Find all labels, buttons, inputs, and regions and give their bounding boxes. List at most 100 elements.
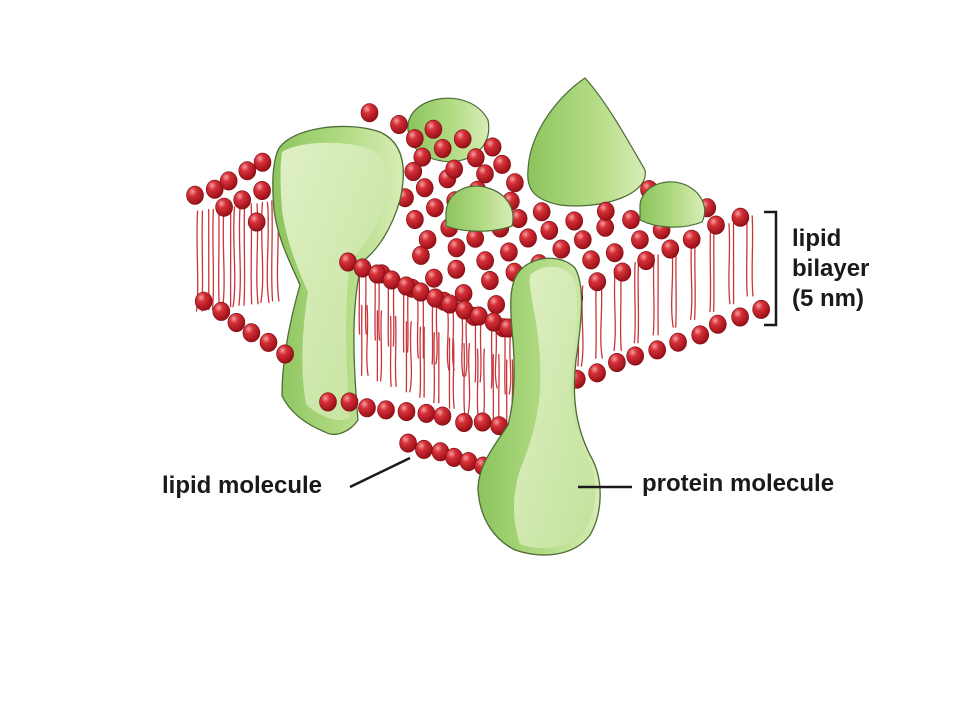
lipid-tail xyxy=(638,263,639,343)
lipid-tail xyxy=(672,247,674,327)
lipid-head xyxy=(541,221,558,239)
lipid-head xyxy=(418,404,435,422)
lipid-head xyxy=(467,149,484,167)
lipid-head xyxy=(683,230,700,248)
protein-molecule-label: protein molecule xyxy=(642,469,834,499)
lipid-head xyxy=(398,402,415,420)
lipid-head xyxy=(446,160,463,178)
lipid-tail xyxy=(634,263,635,343)
lipid-head xyxy=(228,313,245,331)
lipid-head xyxy=(448,239,465,257)
lipid-tail xyxy=(212,210,213,310)
lipid-head xyxy=(216,198,233,216)
lipid-tail xyxy=(466,316,467,376)
lipid-tail xyxy=(379,280,380,340)
lipid-tail xyxy=(499,355,500,425)
lipid-head xyxy=(434,139,451,157)
lipid-head xyxy=(597,218,614,236)
lipid-head xyxy=(649,341,666,359)
lipid-head xyxy=(248,213,265,231)
lipid-head xyxy=(254,181,271,199)
lipid-molecule-label: lipid molecule xyxy=(162,471,322,501)
lipid-tail xyxy=(475,322,476,382)
lipid-head xyxy=(426,199,443,217)
lipid-tail xyxy=(395,316,396,386)
lipid-head xyxy=(732,208,749,226)
lipid-head xyxy=(606,244,623,262)
protein-right-dome xyxy=(640,182,705,227)
lipid-head xyxy=(608,353,625,371)
lipid-head xyxy=(623,210,640,228)
lipid-head xyxy=(732,308,749,326)
lipid-head xyxy=(500,243,517,261)
lipid-tail xyxy=(468,344,469,414)
lipid-head xyxy=(416,179,433,197)
lipid-head xyxy=(553,240,570,258)
lipid-heads-front xyxy=(195,253,770,480)
lipid-head xyxy=(448,260,465,278)
lipid-head xyxy=(415,440,432,458)
lipid-tail xyxy=(710,232,711,312)
lipid-head xyxy=(488,295,505,313)
lipid-head xyxy=(708,216,725,234)
lipid-tail xyxy=(367,305,368,375)
lipid-tail xyxy=(219,208,220,308)
lipid-head xyxy=(434,407,451,425)
lipid-tail xyxy=(653,255,654,335)
lipid-head xyxy=(662,240,679,258)
lipid-tail xyxy=(434,333,435,403)
lipid-head xyxy=(406,210,423,228)
lipid-tail xyxy=(676,247,677,327)
lipid-head xyxy=(391,115,408,133)
lipid-tail xyxy=(483,349,484,419)
lipid-tail xyxy=(491,328,492,388)
lipid-tail xyxy=(272,201,273,301)
lipid-head xyxy=(474,413,491,431)
lipid-head xyxy=(583,251,600,269)
lipid-head xyxy=(574,231,591,249)
lipid-tail xyxy=(244,205,245,305)
bilayer-label-line1: lipid xyxy=(792,224,869,254)
lipid-head xyxy=(414,148,431,166)
lipid-head xyxy=(597,202,614,220)
lipid-tail xyxy=(464,344,465,414)
lipid-head xyxy=(753,300,770,318)
lipid-leader-line xyxy=(350,458,410,487)
lipid-tail xyxy=(729,224,730,304)
lipid-head xyxy=(638,251,655,269)
lipid-head xyxy=(456,413,473,431)
lipid-head xyxy=(614,263,631,281)
lipid-tail xyxy=(447,310,448,370)
lipid-tail xyxy=(752,216,753,296)
lipid-tail xyxy=(477,349,478,419)
lipid-head xyxy=(419,230,436,248)
lipid-head xyxy=(239,162,256,180)
protein-back-cone xyxy=(528,78,646,206)
lipid-tail xyxy=(695,239,696,319)
lipid-tail xyxy=(747,216,748,296)
lipid-head xyxy=(425,120,442,138)
lipid-tail xyxy=(417,298,418,358)
lipid-head xyxy=(254,153,271,171)
lipid-tail xyxy=(420,327,421,397)
lipid-tail xyxy=(366,274,367,334)
lipid-head xyxy=(378,401,395,419)
lipid-tail xyxy=(381,311,382,381)
lipid-head xyxy=(481,271,498,289)
lipid-head xyxy=(425,269,442,287)
lipid-head xyxy=(477,165,494,183)
lipid-head xyxy=(520,229,537,247)
lipid-head xyxy=(670,333,687,351)
lipid-head xyxy=(477,252,494,270)
bilayer-label-line2: bilayer xyxy=(792,254,869,284)
lipid-head xyxy=(220,172,237,190)
lipid-head xyxy=(400,434,417,452)
lipid-tail xyxy=(480,322,481,382)
lipid-head xyxy=(692,326,709,344)
lipid-tail xyxy=(233,207,235,307)
lipid-head xyxy=(406,129,423,147)
lipid-head xyxy=(213,302,230,320)
bilayer-label-line3: (5 nm) xyxy=(792,284,869,314)
lipid-tail xyxy=(621,270,622,350)
